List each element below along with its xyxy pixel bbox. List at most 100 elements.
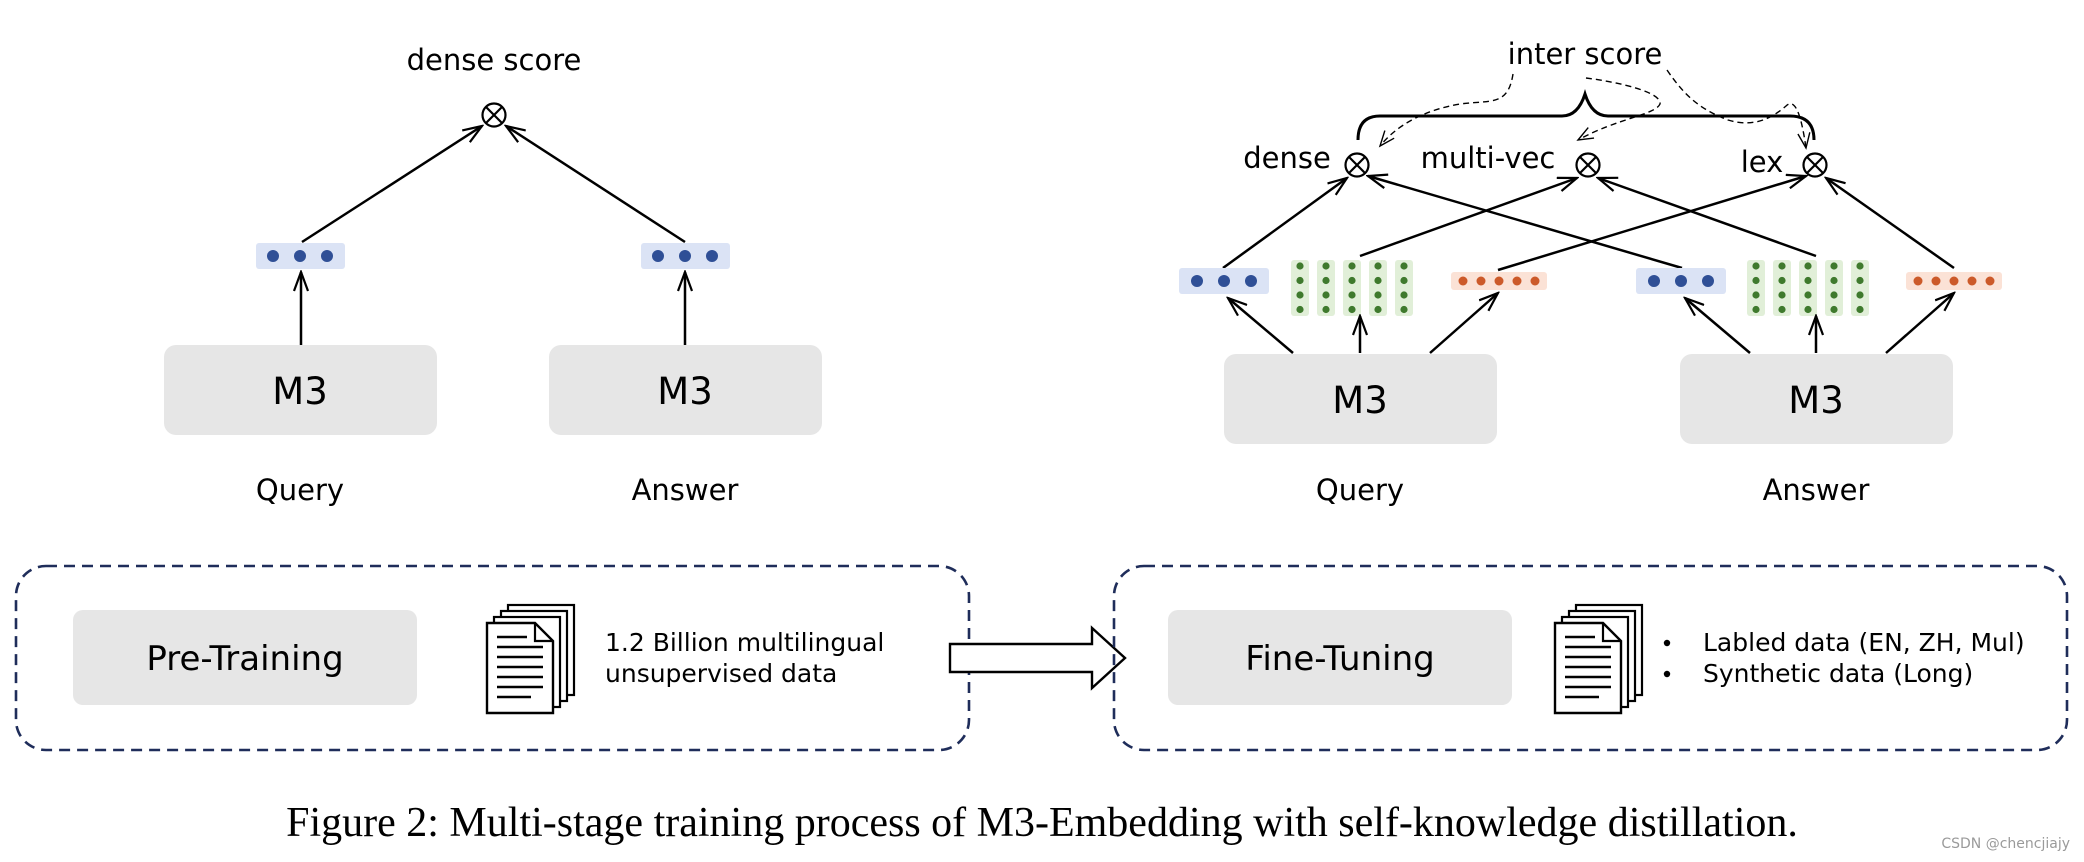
multivec-dot <box>1856 305 1864 314</box>
multivec-dot <box>1778 276 1786 285</box>
multivec-dot <box>1752 262 1760 270</box>
edge-query-multivec-to-multivec <box>1359 178 1577 258</box>
multivec-dot <box>1804 262 1812 270</box>
pretraining-stage-border <box>14 564 971 752</box>
query-lexical-vector <box>1451 272 1547 290</box>
edge-query-lexical-to-lex <box>1497 176 1806 272</box>
multivec-column <box>1799 260 1817 316</box>
bullet-icon <box>1663 639 1671 647</box>
pretraining-box <box>73 610 417 705</box>
multivec-dot <box>1348 276 1356 285</box>
multivec-dot <box>1400 276 1408 285</box>
multivec-dot <box>1752 276 1760 285</box>
finetuning-stage-border <box>1112 564 2069 752</box>
multivec-dot <box>1348 262 1356 270</box>
edge-answer-model-to-lexical <box>1885 293 1954 354</box>
multivec-dot <box>1804 291 1812 299</box>
right-arrow-icon <box>948 625 1127 691</box>
query-dense-vector-r <box>1179 268 1269 294</box>
answer-label-r: Answer <box>1763 473 1870 507</box>
multivec-dot <box>1830 276 1838 285</box>
finetuning-document-stack-icon <box>1553 603 1644 715</box>
edge-answer-model-to-dense <box>1685 298 1751 354</box>
multivec-label: multi-vec <box>1421 141 1556 175</box>
multivec-dot <box>1400 305 1408 314</box>
multivec-dot <box>1374 276 1382 285</box>
pretraining-stage: Pre-Training 1.2 Billion multilingual un… <box>14 564 971 752</box>
multivec-dot <box>1374 305 1382 314</box>
right-diagram: inter score dense multi-vec lex <box>1179 37 2002 507</box>
multivec-dot <box>1804 305 1812 314</box>
multivec-dot <box>1348 291 1356 299</box>
multivec-dot <box>1778 262 1786 270</box>
finetuning-box <box>1168 610 1512 705</box>
answer-dense-vector-r <box>1636 268 1726 294</box>
multivec-column <box>1291 260 1309 316</box>
multivec-column <box>1773 260 1791 316</box>
answer-multivec-vectors <box>1747 260 1869 316</box>
query-model-box <box>164 345 437 435</box>
answer-model-box <box>549 345 822 435</box>
edge-query-model-to-dense <box>1228 298 1294 354</box>
multivec-dot <box>1400 291 1408 299</box>
multivec-dot <box>1296 305 1304 314</box>
inter-score-dashed-to-multivec <box>1576 77 1661 141</box>
multivec-otimes-icon <box>1575 152 1601 178</box>
multivec-dot <box>1830 305 1838 314</box>
multivec-column <box>1317 260 1335 316</box>
multivec-column <box>1747 260 1765 316</box>
dense-label: dense <box>1243 141 1331 175</box>
answer-model-box-r <box>1680 354 1953 444</box>
multivec-dot <box>1322 305 1330 314</box>
inter-score-brace <box>1356 89 1816 141</box>
query-dense-vector <box>256 243 345 269</box>
inter-score-label: inter score <box>1508 37 1663 71</box>
pretraining-document-stack-icon <box>485 603 576 715</box>
multivec-dot <box>1830 262 1838 270</box>
inter-score-dashed-to-lex <box>1666 69 1811 150</box>
inter-score-dashed-to-dense <box>1378 73 1514 148</box>
multivec-column <box>1343 260 1361 316</box>
edge-answer-lexical-to-lex <box>1826 178 1955 270</box>
multivec-dot <box>1400 262 1408 270</box>
multivec-column <box>1851 260 1869 316</box>
finetuning-label: Fine-Tuning <box>1245 639 1434 679</box>
edge-answer-multivec-to-multivec <box>1598 178 1817 258</box>
multivec-dot <box>1856 291 1864 299</box>
multivec-dot <box>1830 291 1838 299</box>
query-model-label: M3 <box>272 370 327 413</box>
query-model-box-r <box>1224 354 1497 444</box>
edge-query-vector-to-score <box>301 126 482 244</box>
figure-caption: Figure 2: Multi-stage training process o… <box>286 800 1798 846</box>
lex-otimes-icon <box>1802 152 1828 178</box>
dense-score-otimes-icon <box>481 102 507 128</box>
edge-query-dense-to-dense <box>1222 178 1347 270</box>
answer-model-label-r: M3 <box>1788 379 1843 422</box>
multivec-dot <box>1752 291 1760 299</box>
watermark: CSDN @chencjiajy <box>1941 836 2070 852</box>
multivec-column <box>1369 260 1387 316</box>
lex-label: lex <box>1741 145 1784 179</box>
pretraining-desc-line2: unsupervised data <box>605 659 837 688</box>
dense-score-label: dense score <box>407 43 582 77</box>
finetuning-bullet-2: Synthetic data (Long) <box>1703 659 1973 688</box>
dense-otimes-icon <box>1344 152 1370 178</box>
answer-label: Answer <box>632 473 739 507</box>
multivec-dot <box>1856 262 1864 270</box>
multivec-dot <box>1322 291 1330 299</box>
edge-query-model-to-lexical <box>1429 293 1498 354</box>
left-diagram: dense score M3 M3 Query Answer <box>164 43 822 507</box>
query-label: Query <box>256 473 344 507</box>
multivec-dot <box>1374 291 1382 299</box>
multivec-dot <box>1752 305 1760 314</box>
multivec-dot <box>1322 262 1330 270</box>
multivec-dot <box>1804 276 1812 285</box>
query-multivec-vectors <box>1291 260 1413 316</box>
multivec-dot <box>1322 276 1330 285</box>
edge-answer-dense-to-dense <box>1368 176 1683 270</box>
multivec-column <box>1825 260 1843 316</box>
pretraining-label: Pre-Training <box>146 639 343 679</box>
multivec-dot <box>1778 305 1786 314</box>
bullet-icon <box>1663 670 1671 678</box>
multivec-column <box>1395 260 1413 316</box>
